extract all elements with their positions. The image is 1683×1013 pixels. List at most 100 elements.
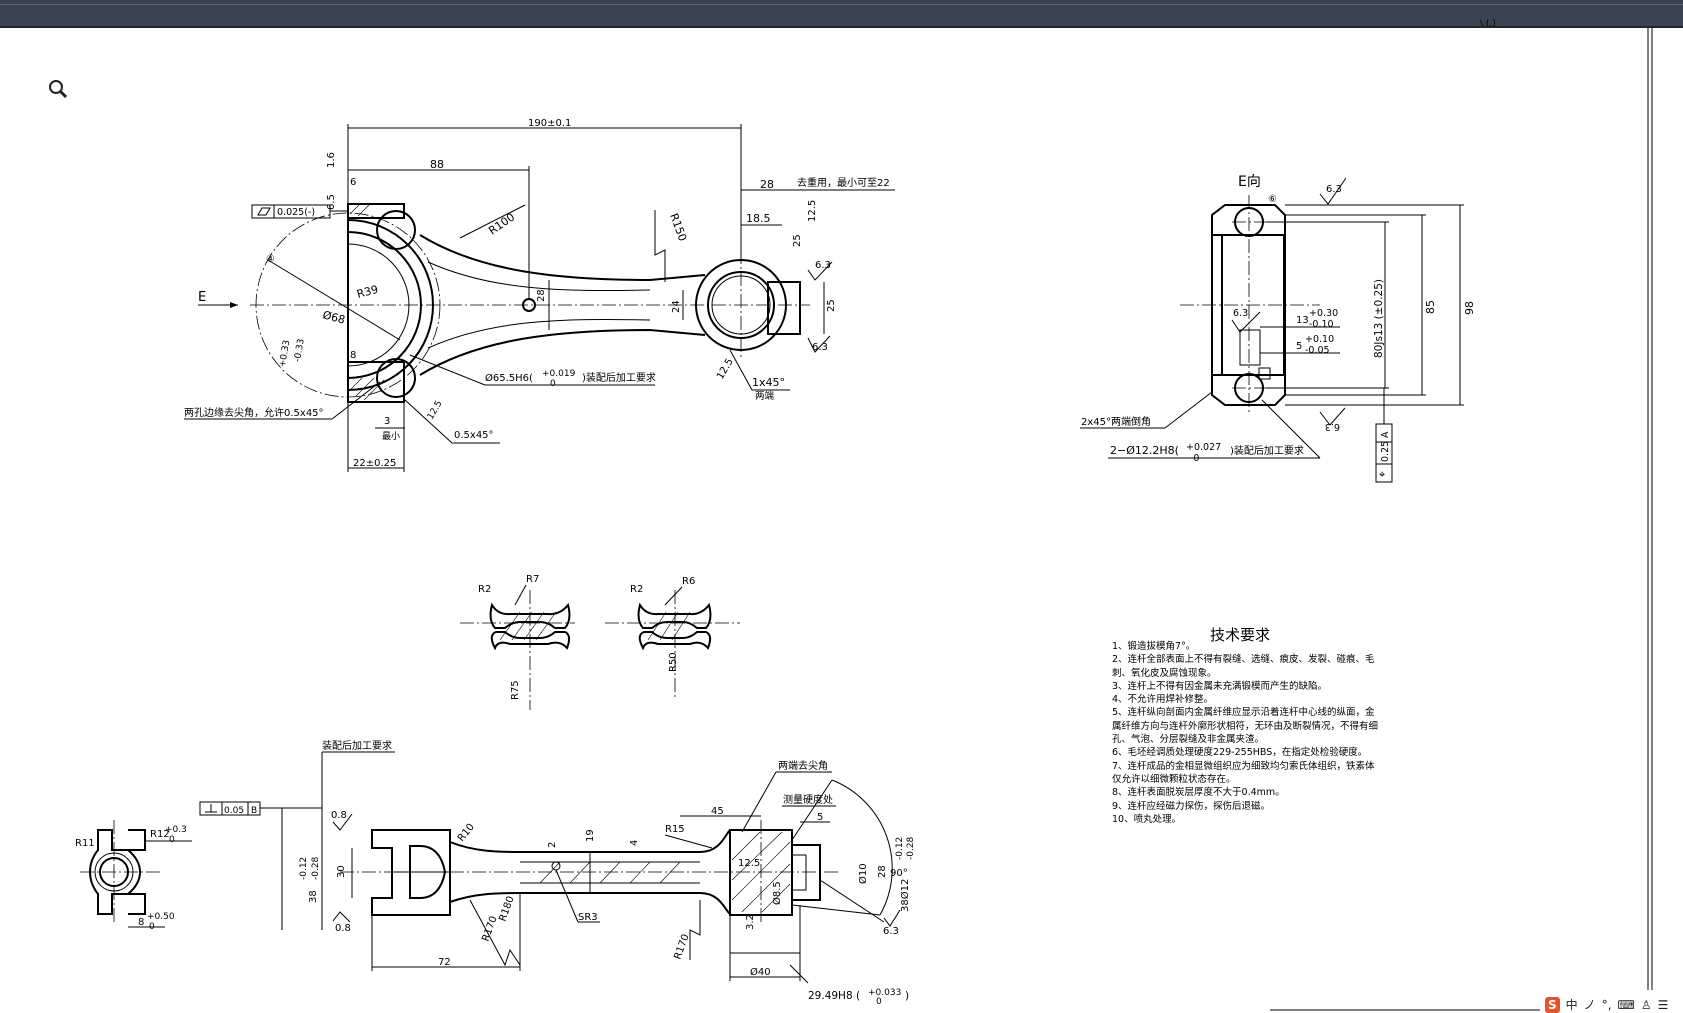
side-big-end-inner — [409, 845, 447, 899]
side-small-end-boss-2 — [791, 854, 807, 891]
ime-toolbar[interactable]: S 中 ノ °, ⌨ ♙ ☰ — [1545, 997, 1668, 1013]
tech-line: 孔、气泡、分层裂缝及非金属夹渣。 — [1112, 734, 1265, 746]
ime-user-icon[interactable]: ♙ — [1640, 998, 1652, 1012]
dim-98: 98 — [1463, 301, 1476, 315]
ime-logo-icon[interactable]: S — [1545, 997, 1560, 1013]
both-sharp-leader — [741, 771, 777, 833]
end-dim-8: 8 — [138, 917, 144, 928]
side-dim-5: 5 — [817, 812, 823, 823]
end-r12-dn: 0 — [169, 835, 175, 845]
r10: R10 — [456, 822, 477, 844]
section-a-r7-leader — [514, 584, 527, 606]
ime-chinese-toggle[interactable]: 中 — [1565, 998, 1578, 1012]
tech-line: 属纤维方向与连杆外廓形状相符，无环由及断裂情况，不得有细 — [1112, 720, 1379, 732]
dim-8: 8 — [350, 350, 356, 361]
dim-r150: R150 — [667, 212, 689, 243]
dim-24: 24 — [671, 300, 682, 313]
ime-moon-icon[interactable]: ノ — [1583, 998, 1596, 1012]
e-hole-up: +0.027 — [1186, 442, 1221, 453]
bolt-boss-bottom — [376, 358, 416, 398]
rough-6-3a-sym — [807, 261, 833, 281]
dim-4: 4 — [629, 840, 640, 846]
section-a-r2: R2 — [478, 584, 491, 595]
section-b-r6-leader — [664, 586, 683, 606]
ime-punct-toggle[interactable]: °, — [1601, 998, 1612, 1012]
tech-line: 刺、氧化皮及腐蚀现象。 — [1112, 667, 1217, 679]
shank-inner-lower — [427, 318, 651, 349]
dim-88: 88 — [430, 158, 444, 171]
both-ends: 两端 — [755, 390, 775, 402]
rough-6-3b-sym — [807, 335, 831, 353]
dim-r39: R39 — [355, 283, 379, 301]
tech-line: 10、喷丸处理。 — [1112, 813, 1182, 825]
tech-line: 2、连杆全部表面上不得有裂缝、选缝、痕皮、发裂、碰痕、毛 — [1112, 654, 1375, 666]
e-view-notch — [1258, 367, 1271, 380]
dim-28b: 28 — [536, 289, 547, 302]
bore-leader — [409, 354, 486, 386]
tech-line: 1、锻造拔模角7°。 — [1112, 641, 1196, 652]
dim-38: 38 — [308, 890, 319, 903]
magnifier-icon — [49, 80, 68, 99]
side-rough-6-3: 6.3 — [883, 926, 899, 937]
circled-4: ④ — [266, 254, 275, 265]
r50: R50 — [668, 652, 679, 672]
r150-zigzag — [654, 210, 666, 282]
dim-18-5: 18.5 — [746, 212, 771, 225]
dim-190: 190±0.1 — [528, 118, 571, 129]
title-bar — [0, 0, 1683, 28]
side-d40: Ø40 — [750, 966, 771, 978]
dim-45: 45 — [711, 806, 724, 817]
perp-value: 0.05 — [224, 806, 244, 816]
tech-line: 7、连杆成品的金相显微组织应为细致均匀索氏体组织，铁素体 — [1112, 760, 1375, 772]
bore-tol-up: +0.019 — [542, 369, 576, 379]
ime-menu-icon[interactable]: ☰ — [1657, 998, 1669, 1012]
e-hole-note: )装配后加工要求 — [1230, 444, 1304, 457]
perp-ref: B — [251, 806, 257, 816]
e-rough-sym — [1231, 311, 1261, 333]
section-b-r2: R2 — [630, 584, 643, 595]
e-hole-leader — [1261, 399, 1321, 459]
dim-6-5: 6.5 — [326, 194, 337, 210]
top-right-fragment: \ (.) — [1480, 19, 1496, 29]
dim-6: 6 — [350, 177, 356, 188]
e-cham-leader — [1164, 391, 1213, 429]
side-d38b-dn: -0.28 — [906, 836, 916, 860]
e-cham-note: 2x45°两端倒角 — [1081, 415, 1151, 428]
side-big-end — [371, 829, 451, 916]
side-shank-top — [449, 829, 731, 853]
cham-leader — [729, 349, 753, 391]
side-d29-49-up: +0.033 — [868, 988, 901, 998]
ime-keyboard-icon[interactable]: ⌨ — [1617, 998, 1635, 1012]
cham-1x45: 1x45° — [752, 376, 785, 389]
side-d3-2: 3.2 — [745, 914, 756, 930]
e-view-circle-label: ⑥ — [1268, 194, 1277, 205]
side-d28: 28 — [877, 865, 888, 878]
cham-0-5-leader — [404, 399, 453, 444]
tol-up: +0.33 — [278, 339, 293, 368]
sr3-leader — [555, 869, 579, 923]
section-b-hatch — [647, 611, 691, 641]
top-view: 190±0.1 88 28 去重用，最小可至22 18.5 12.5 25 1.… — [184, 118, 895, 472]
dim-3: 3 — [384, 416, 390, 427]
e-rough-6-3c-sym — [1319, 407, 1346, 426]
r75: R75 — [510, 680, 521, 700]
side-rough-0-8b-sym — [332, 911, 351, 923]
sr3: SR3 — [578, 912, 598, 923]
dim-2: 2 — [547, 842, 558, 848]
tech-line: 8、连杆表面脱炭层厚度不大于0.4mm。 — [1112, 787, 1285, 799]
tech-line: 4、不允许用焊补修整。 — [1112, 694, 1214, 706]
side-shank-bottom — [449, 892, 731, 915]
side-rough-0-8a: 0.8 — [331, 810, 347, 821]
hardness-note: 测量硬度处 — [783, 793, 833, 806]
zoom-button[interactable] — [46, 78, 70, 102]
end-r12: R12 — [150, 829, 170, 840]
tech-line: 仅允许以细微颗粒状态存在。 — [1112, 773, 1236, 785]
e-hole-label: 2−Ø12.2H8( — [1110, 444, 1179, 457]
side-d29-49-dn: 0 — [876, 997, 882, 1007]
dim-d68: Ø68 — [321, 308, 346, 326]
r15: R15 — [665, 824, 685, 835]
cross-sections: R2 R7 R75 R2 R6 R50 — [460, 574, 740, 710]
position-tol-ref: A — [1380, 431, 1391, 438]
dim-38-up: -0.12 — [299, 857, 309, 880]
perp-symbol — [205, 804, 217, 813]
